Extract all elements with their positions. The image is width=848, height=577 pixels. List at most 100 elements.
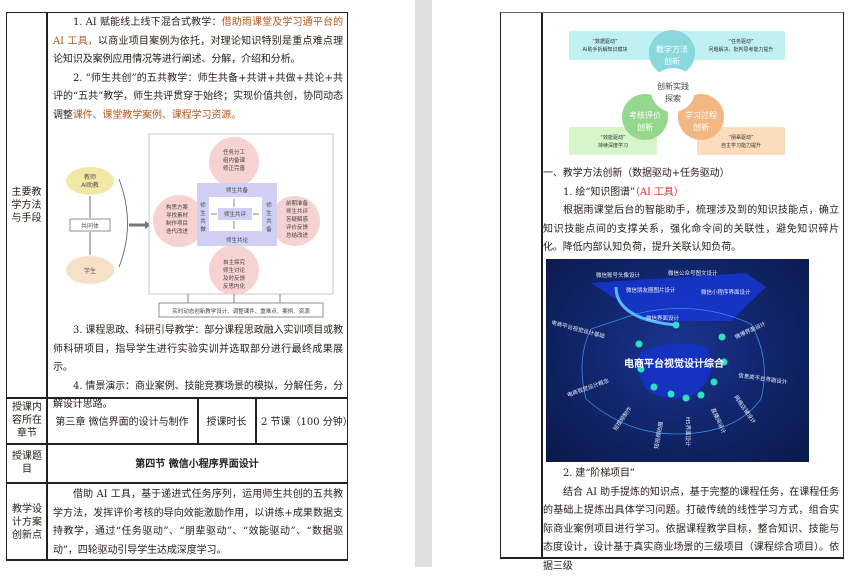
teacher-label: 教师 bbox=[84, 173, 96, 181]
map-node: H5界面设计 bbox=[684, 417, 692, 447]
map-node: 微信小程序界面设计 bbox=[701, 288, 751, 296]
column-divider bbox=[541, 13, 543, 557]
svg-text:备: 备 bbox=[266, 225, 272, 233]
svg-text:问题解决、批判思考能力提升: 问题解决、批判思考能力提升 bbox=[708, 46, 773, 53]
svg-text:AI助手拆解知识模块: AI助手拆解知识模块 bbox=[583, 46, 628, 53]
svg-text:创新: 创新 bbox=[637, 122, 653, 132]
svg-text:共: 共 bbox=[200, 217, 206, 225]
venn-top-label: 教学方法 bbox=[656, 44, 688, 54]
left-circle-line: 制作项目 bbox=[166, 219, 188, 227]
left-circle-line: 寻找素材 bbox=[166, 211, 189, 219]
right-circle-line: 答疑解惑 bbox=[286, 215, 309, 223]
row-divider bbox=[7, 482, 347, 484]
svg-text:共: 共 bbox=[266, 217, 272, 225]
left-page-table: 主要教学方法与手段 授课内容所在章节 授课题目 教学设计方案创新点 1. AI … bbox=[6, 12, 353, 561]
frame-bottom-label: 师生共论 bbox=[226, 236, 249, 244]
center-label: 师生共评 bbox=[224, 210, 247, 218]
right-circle-line: 总结改进 bbox=[286, 231, 309, 239]
column-divider bbox=[255, 397, 257, 443]
bottom-circle-line: 反思内化 bbox=[223, 282, 246, 290]
column-divider bbox=[46, 13, 48, 559]
left-circle-line: 构思方案 bbox=[166, 203, 189, 211]
right-circle-line: 评价反馈 bbox=[286, 223, 309, 231]
chapter-value: 第三章 微信界面的设计与制作 bbox=[55, 416, 189, 428]
map-node: 微博界面设计 bbox=[733, 319, 767, 340]
duration-label: 授课时长 bbox=[206, 416, 247, 428]
page-gutter bbox=[415, 0, 432, 567]
five-co-teaching-diagram: 教师 AI助教 共同体 学生 任务分工 组内备课 修正完善 构思方案 寻找素材 … bbox=[66, 133, 334, 318]
top-circle-line: 任务分工 bbox=[223, 148, 246, 156]
duration-value: 2 节课（100 分钟） bbox=[261, 416, 353, 428]
p2-lead: 2. “师生共创”的五共教学： bbox=[73, 72, 198, 84]
right-page-table: 教学方法 创新 考核评价 创新 学习过程 创新 创新实践 探索 “数据驱动” A… bbox=[500, 12, 844, 572]
teacher-ai-label: AI助教 bbox=[81, 181, 99, 189]
svg-text:生: 生 bbox=[266, 209, 272, 217]
methods-label: 主要教学方法与手段 bbox=[11, 186, 42, 224]
svg-text:生: 生 bbox=[200, 209, 206, 217]
left-circle-line: 迭代改进 bbox=[166, 227, 189, 235]
svg-text:做: 做 bbox=[200, 225, 206, 233]
top-circle-line: 修正完善 bbox=[223, 164, 246, 172]
ai-tool-tag: （AI 工具） bbox=[634, 186, 684, 198]
map-node: 电商视觉设计概念 bbox=[566, 376, 611, 399]
map-center-node: 电商平台视觉设计综合 bbox=[624, 357, 725, 370]
venn-right-label: 学习过程 bbox=[685, 110, 717, 120]
box-data-driven: “数据驱动” bbox=[592, 38, 618, 45]
p2-rest: 师生共备+共讲+共做+共论+共评的“五共”教学，师生共评贯穿于始终；实现价值共创… bbox=[53, 72, 343, 121]
map-node: 微信公众号图文设计 bbox=[668, 269, 718, 277]
p3: 3. 课程思政、科研引导教学：部分课程思政融入实训项目或教师科研项目，指导学生进… bbox=[53, 325, 343, 374]
innovation-venn-diagram: 教学方法 创新 考核评价 创新 学习过程 创新 创新实践 探索 “数据驱动” A… bbox=[569, 30, 785, 155]
output-box-label: 实时动态创新教学设计、调整课件、重难点、案例、资源 bbox=[172, 307, 310, 315]
row-divider bbox=[7, 443, 347, 445]
paragraph-2: 结合 AI 助手提炼的知识点，基于完整的课程任务，在课程任务的基础上提炼出具体学… bbox=[543, 486, 839, 572]
topic-value: 第四节 微信小程序界面设计 bbox=[135, 459, 259, 470]
p4: 4. 情景演示：商业案例、技能竞赛场景的模拟，分解任务，分解设计思路。 bbox=[53, 380, 343, 411]
right-text-bottom: 2. 建“阶梯项目” 结合 AI 助手提炼的知识点，基于完整的课程任务，在课程任… bbox=[543, 465, 839, 577]
box-efficacy-driven: “效能驱动” bbox=[600, 134, 626, 141]
svg-text:自主学习能力提升: 自主学习能力提升 bbox=[721, 142, 761, 149]
methods-text-top: 1. AI 赋能线上线下混合式教学：借助雨课堂及学习通平台的 AI 工具，以商业… bbox=[53, 14, 343, 126]
svg-text:持续深度学习: 持续深度学习 bbox=[598, 142, 628, 149]
svg-text:创新: 创新 bbox=[693, 122, 709, 132]
right-circle-line: 师生共评 bbox=[286, 207, 309, 215]
row-divider bbox=[7, 397, 347, 399]
p1-rest: 以商业项目案例为依托，对理论知识特别是重点难点理论知识及案例应用情况等进行阐述、… bbox=[53, 35, 343, 66]
map-node: 直播间设计 bbox=[709, 406, 728, 435]
map-node: 微信账号头像设计 bbox=[596, 271, 641, 279]
venn-left-label: 考核评价 bbox=[629, 110, 661, 120]
map-node: 信息类平台界面设计 bbox=[738, 371, 789, 386]
innovation-text: 借助 AI 工具，基于递进式任务序列，运用师生共创的五共教学方法，发挥评价考核的… bbox=[53, 489, 343, 556]
student-label: 学生 bbox=[84, 267, 96, 275]
p1-lead: 1. AI 赋能线上线下混合式教学： bbox=[73, 17, 222, 28]
svg-text:探索: 探索 bbox=[665, 93, 681, 103]
methods-text-bottom: 3. 课程思政、科研引导教学：部分课程思政融入实训项目或教师科研项目，指导学生进… bbox=[53, 322, 343, 415]
innovation-label: 教学设计方案创新点 bbox=[12, 503, 42, 541]
bottom-circle-line: 自主探究 bbox=[223, 258, 246, 266]
map-hub-node: 微信界面设计 bbox=[646, 314, 680, 322]
svg-text:创新: 创新 bbox=[664, 56, 680, 66]
paragraph-1: 根据雨课堂后台的智能助手，梳理涉及到的知识技能点，确立知识技能点间的支撑关系，强… bbox=[543, 205, 839, 254]
chapter-label: 授课内容所在章节 bbox=[12, 401, 42, 439]
map-node: 电商平台视觉设计基础 bbox=[550, 318, 606, 340]
right-text-top: 一、教学方法创新（数据驱动+任务驱动） 1. 绘“知识图谱”（AI 工具） 根据… bbox=[543, 165, 839, 258]
subheading-1: 1. 绘“知识图谱” bbox=[563, 186, 635, 198]
community-label: 共同体 bbox=[81, 222, 99, 230]
box-task-driven: “任务驱动” bbox=[728, 38, 754, 45]
top-circle-line: 组内备课 bbox=[223, 156, 246, 164]
map-node: 短视频拍摄 bbox=[652, 420, 665, 449]
p1-highlight: 借助雨课堂及学习通平台的 AI 工具， bbox=[53, 17, 343, 47]
box-peer-driven: “朋辈驱动” bbox=[728, 134, 754, 141]
svg-text:师: 师 bbox=[200, 201, 206, 209]
topic-label: 授课题目 bbox=[12, 450, 42, 475]
frame-top-label: 师生共备 bbox=[226, 186, 249, 194]
knowledge-map-image: 微信账号头像设计 微信公众号图文设计 微信朋友圈图片设计 微信小程序界面设计 微… bbox=[546, 259, 809, 462]
column-divider bbox=[197, 397, 199, 443]
subheading-2: 2. 建“阶梯项目” bbox=[563, 468, 635, 479]
svg-text:师: 师 bbox=[266, 201, 272, 209]
venn-center-label: 创新实践 bbox=[657, 81, 689, 91]
section-heading: 一、教学方法创新（数据驱动+任务驱动） bbox=[543, 168, 730, 179]
bottom-circle-line: 师生讨论 bbox=[223, 266, 246, 274]
right-circle-line: 前期准备 bbox=[286, 199, 309, 207]
bottom-circle-line: 及时反馈 bbox=[223, 274, 246, 282]
map-node: 微信朋友圈图片设计 bbox=[626, 286, 676, 294]
